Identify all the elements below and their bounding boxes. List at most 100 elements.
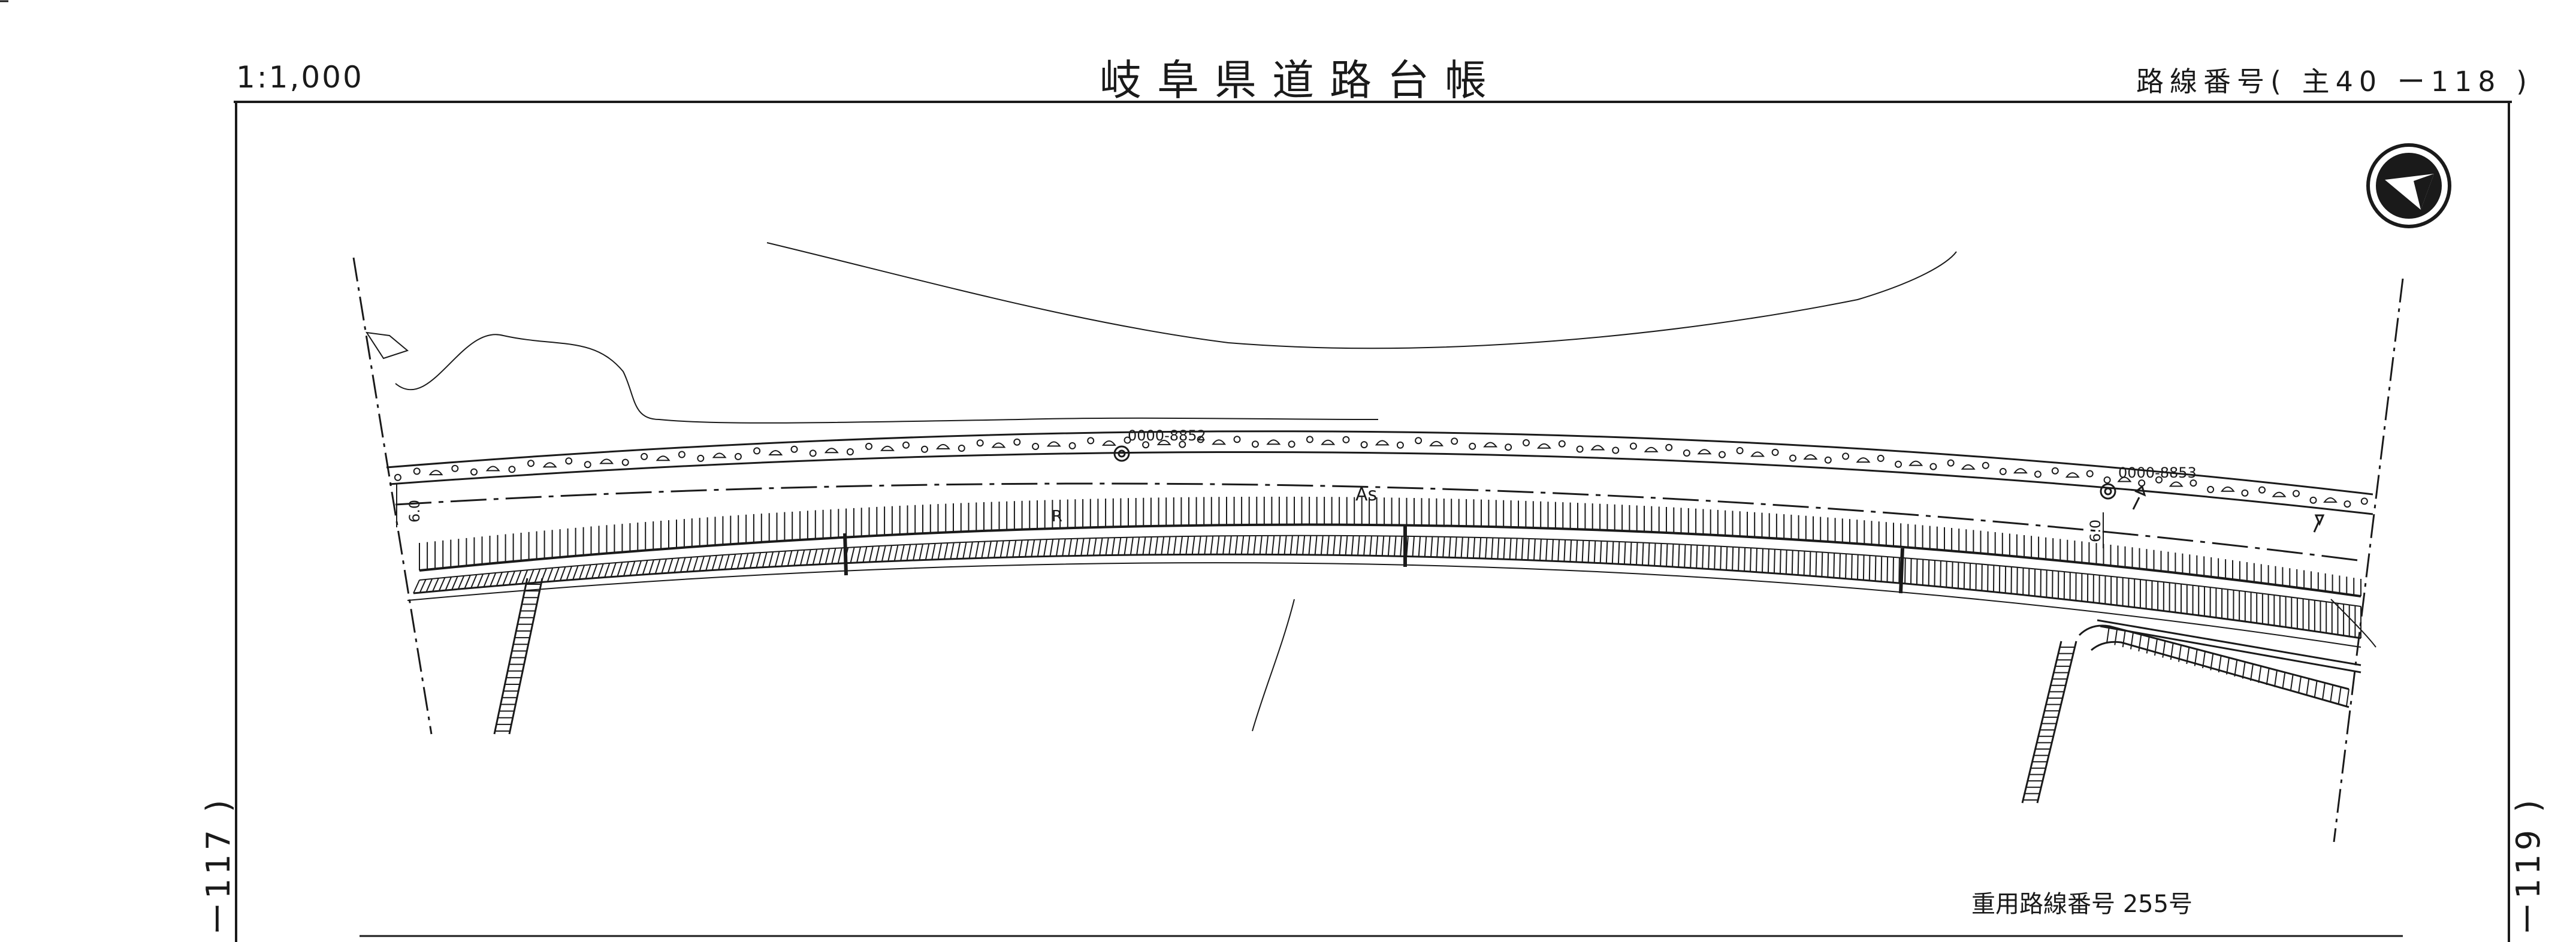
- curb-hatch: [1539, 539, 1542, 561]
- curb-hatch: [578, 564, 585, 579]
- curb-hatch: [1278, 535, 1281, 555]
- tree-mark: [1251, 440, 1259, 448]
- branch-hatch: [2266, 668, 2270, 686]
- tree-mark: [2034, 470, 2042, 478]
- tree-mark: [1342, 436, 1350, 443]
- shrub-mark: [1266, 439, 1281, 445]
- tree-mark: [621, 458, 629, 466]
- tree-mark: [1629, 442, 1637, 450]
- branch-hatch: [2146, 636, 2150, 654]
- curb-hatch: [1630, 542, 1632, 565]
- curb-hatch: [711, 555, 717, 570]
- curb-hatch: [1963, 563, 1965, 590]
- shrub-mark: [880, 445, 895, 451]
- tree-mark: [1197, 436, 1204, 443]
- curb-hatch: [1424, 536, 1427, 557]
- shrub-mark: [1908, 460, 1923, 466]
- curb-hatch: [1545, 539, 1548, 561]
- curb-hatch: [419, 579, 427, 593]
- curb-hatch: [1018, 540, 1023, 557]
- curb-hatch: [1295, 535, 1300, 555]
- curb-hatch: [1289, 535, 1293, 555]
- curb-hatch: [1479, 537, 1482, 558]
- curb-hatch: [756, 552, 762, 568]
- curb-hatch: [1400, 536, 1403, 557]
- curb-hatch: [686, 557, 692, 572]
- curb-hatch: [496, 572, 503, 587]
- curb-hatch: [850, 547, 855, 563]
- tree-mark: [1929, 463, 1937, 470]
- tree-mark: [2344, 500, 2351, 508]
- shrub-mark: [935, 443, 950, 449]
- shrub-mark: [991, 442, 1006, 448]
- side-label: R: [1052, 508, 1062, 526]
- tree-mark: [2309, 496, 2317, 504]
- curb-hatch: [1533, 539, 1536, 561]
- curb-hatch: [968, 542, 973, 559]
- curb-hatch: [1179, 536, 1183, 555]
- curb-hatch: [1654, 543, 1656, 566]
- tree-mark: [1124, 436, 1131, 444]
- tree-mark: [2241, 489, 2249, 497]
- curb-hatch: [1563, 539, 1566, 562]
- shrub-mark: [1156, 439, 1171, 445]
- curb-hatch: [1738, 547, 1740, 571]
- tree-mark: [2258, 486, 2266, 494]
- curb-hatch: [1037, 539, 1041, 557]
- tree-mark: [1999, 467, 2007, 475]
- curb-hatch: [1762, 548, 1763, 573]
- curb-hatch: [900, 544, 905, 561]
- tree-mark: [1719, 451, 1726, 458]
- curb-hatch: [1702, 545, 1704, 569]
- curb-hatch: [1062, 539, 1066, 557]
- shrub-mark: [2272, 491, 2287, 497]
- curb-hatch: [1228, 536, 1232, 555]
- branch-hatch: [2130, 632, 2134, 650]
- curb-hatch: [1454, 537, 1457, 558]
- curb-hatch: [610, 562, 617, 578]
- tree-mark: [1306, 436, 1313, 443]
- side-road-left-hatching: [495, 584, 540, 732]
- curb-hatch: [534, 569, 541, 583]
- shrub-mark: [1375, 440, 1390, 446]
- curb-hatch: [1448, 536, 1451, 558]
- curb-hatch: [457, 575, 465, 590]
- tree-mark: [1612, 446, 1620, 454]
- curb-hatch: [1726, 547, 1728, 570]
- curb-hatch: [1031, 539, 1035, 557]
- shrub-mark: [2065, 472, 2080, 478]
- curb-hatch: [1055, 539, 1060, 557]
- benchmark-marker-1: [1113, 445, 1130, 462]
- curb-hatch: [1690, 545, 1692, 568]
- branch-hatch: [2258, 666, 2262, 683]
- curb-hatch: [956, 542, 961, 559]
- curb-hatch: [1259, 535, 1263, 555]
- curb-hatch: [1387, 536, 1391, 556]
- curb-hatch: [837, 548, 842, 564]
- curb-hatch: [1773, 549, 1775, 573]
- curb-hatch: [812, 549, 818, 565]
- curb-hatch: [1302, 535, 1306, 555]
- curb-hatch: [1173, 536, 1177, 555]
- curb-hatch: [1099, 538, 1103, 555]
- curb-hatch: [768, 551, 774, 567]
- tree-mark: [753, 447, 761, 455]
- shrub-mark: [824, 448, 839, 454]
- sign-marks: [2132, 485, 2325, 533]
- branch-hatch: [2202, 651, 2206, 669]
- curb-hatch: [1636, 542, 1638, 565]
- shrub-mark: [1697, 449, 1712, 455]
- curb-hatch: [1210, 536, 1214, 555]
- curb-hatch: [1314, 535, 1318, 555]
- curb-hatch: [1080, 538, 1085, 556]
- shrub-mark: [1803, 454, 1818, 460]
- curb-hatch: [1940, 560, 1941, 587]
- curb-hatch: [1345, 535, 1348, 555]
- branch-hatch: [2234, 659, 2238, 677]
- curb-hatch: [1025, 539, 1029, 557]
- branch-hatch: [2322, 683, 2326, 700]
- curb-hatch: [680, 557, 686, 573]
- curb-hatch: [1617, 541, 1620, 564]
- branch-hatch: [2210, 653, 2214, 671]
- curb-hatch: [425, 578, 433, 593]
